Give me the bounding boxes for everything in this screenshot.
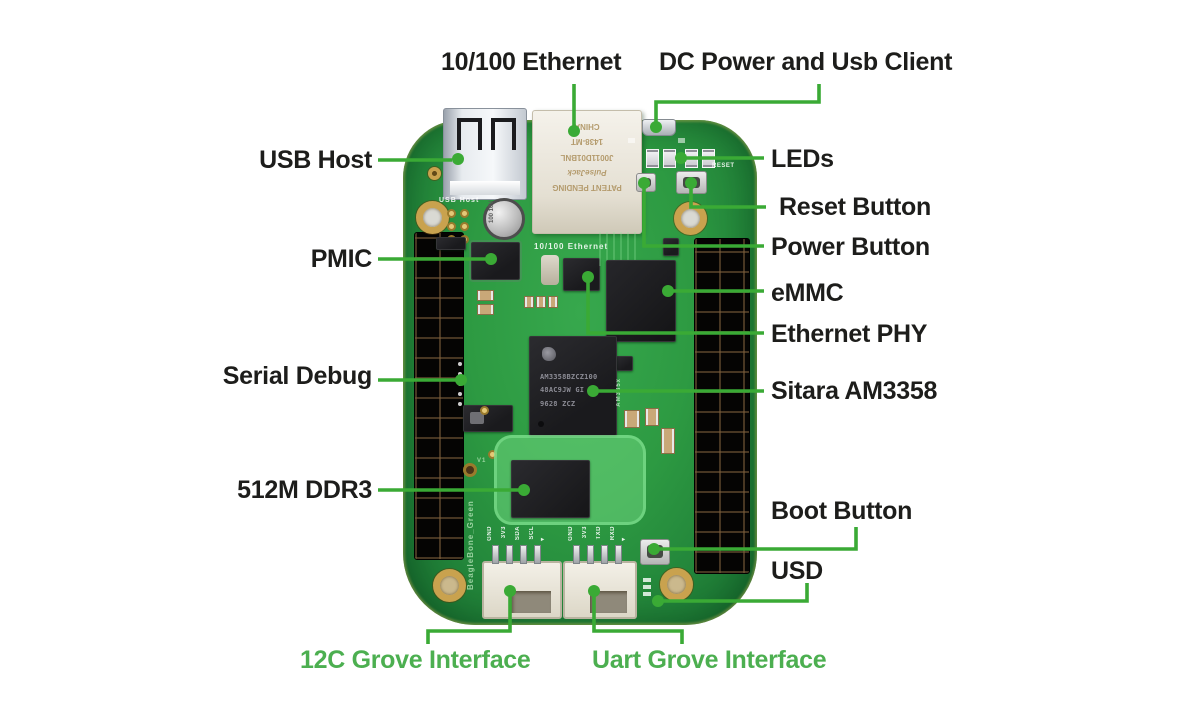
grove-pin: [601, 545, 608, 564]
sitara-chip: AM3358BZCZ100 48AC9JW GI 9628 ZCZ: [529, 336, 617, 436]
usb-contact: [457, 118, 482, 150]
pin-arrow: ▸: [541, 537, 546, 543]
callout-dot-boot: [648, 543, 660, 555]
callout-line-boot: [659, 527, 858, 551]
callout-label-i2c-grove: 12C Grove Interface: [300, 646, 531, 674]
callout-dot-dc-power: [650, 121, 662, 133]
callout-dot-emmc: [662, 285, 674, 297]
board-version-silkscreen: V1: [477, 458, 487, 464]
callout-label-usd: USD: [771, 557, 823, 585]
ethernet-silkscreen: 10/100 Ethernet: [534, 242, 609, 251]
expansion-header-left: [414, 232, 464, 560]
chip-label-band: [470, 412, 484, 424]
oscillator: [541, 255, 559, 285]
callout-line-i2c-grove: [426, 596, 512, 644]
callout-dot-uart-grove: [588, 585, 600, 597]
callout-dot-power: [638, 177, 650, 189]
grove-pin: [492, 545, 499, 564]
callout-line-uart-grove: [592, 596, 684, 644]
callout-label-uart-grove: Uart Grove Interface: [592, 646, 827, 674]
callout-dot-reset: [685, 177, 697, 189]
ethernet-jack: PATENT PENDING PulseJack J0011D01BNL 143…: [532, 110, 642, 234]
callout-line-dc-power: [654, 84, 821, 124]
electrolytic-capacitor: 100 10V: [483, 198, 525, 240]
resistor-group: [624, 410, 640, 428]
callout-label-ethernet: 10/100 Ethernet: [441, 48, 622, 76]
callout-dot-ethernet: [568, 125, 580, 137]
callout-label-emmc: eMMC: [771, 279, 844, 307]
callout-dot-serial-debug: [455, 374, 467, 386]
usb-host-connector: [443, 108, 527, 200]
capacitor-smd: [548, 296, 558, 308]
expansion-header-right: [694, 238, 750, 574]
callout-label-dc-power: DC Power and Usb Client: [659, 48, 953, 76]
pcb-board: PATENT PENDING PulseJack J0011D01BNL 143…: [403, 108, 757, 625]
grove-pin: [573, 545, 580, 564]
silkscreen-mark: [628, 138, 635, 143]
ethernet-phy-chip: [563, 258, 600, 291]
grove-uart-connector: [563, 561, 637, 619]
callout-label-reset: Reset Button: [779, 193, 931, 221]
reset-silkscreen: RESET: [712, 163, 735, 169]
callout-dot-usb-host: [452, 153, 464, 165]
resistor: [477, 304, 494, 315]
silkscreen-mark: [678, 138, 685, 143]
grove-pin: [506, 545, 513, 564]
grove-pin: [534, 545, 541, 564]
grove-pin: [520, 545, 527, 564]
resistor: [477, 290, 494, 301]
callout-dot-leds: [675, 152, 687, 164]
callout-line-phy: [586, 281, 764, 335]
callout-label-sitara: Sitara AM3358: [771, 377, 938, 405]
user-led: [646, 149, 659, 168]
callout-label-boot: Boot Button: [771, 497, 913, 525]
capacitor-smd: [536, 296, 546, 308]
callout-label-usb-host: USB Host: [259, 146, 372, 174]
small-hole: [428, 167, 441, 180]
test-point-ring: [463, 463, 477, 477]
callout-line-reset: [689, 187, 766, 209]
mount-hole-top-left: [416, 201, 449, 234]
grove-i2c-connector: [482, 561, 562, 619]
callout-label-ddr3: 512M DDR3: [237, 476, 372, 504]
usb-contact: [491, 118, 516, 150]
callout-dot-ddr3: [518, 484, 530, 496]
pin-arrow: ▸: [622, 537, 627, 543]
callout-dot-pmic: [485, 253, 497, 265]
sitara-marking: 48AC9JW GI: [540, 386, 585, 395]
callout-dot-i2c-grove: [504, 585, 516, 597]
callout-line-power: [642, 187, 764, 248]
callout-label-pmic: PMIC: [310, 245, 373, 273]
callout-line-usd: [663, 583, 809, 603]
resistor-group: [661, 428, 675, 454]
usb-host-silkscreen: USB Host: [439, 197, 480, 204]
emmc-chip: [606, 260, 676, 342]
sitara-marking: AM3358BZCZ100: [540, 373, 598, 381]
callout-label-phy: Ethernet PHY: [771, 320, 928, 348]
grove-pin: [615, 545, 622, 564]
grove-pin: [587, 545, 594, 564]
mount-hole-bottom-right: [660, 568, 693, 601]
test-point: [480, 406, 489, 415]
mount-hole-bottom-left: [433, 569, 466, 602]
sitara-marking: 9628 ZCZ: [540, 399, 576, 408]
callout-dot-sitara: [587, 385, 599, 397]
capacitor-smd: [524, 296, 534, 308]
callout-dot-phy: [582, 271, 594, 283]
resistor-group: [645, 408, 659, 426]
pin1-dot: [538, 421, 544, 427]
callout-label-leds: LEDs: [771, 145, 834, 173]
callout-label-power: Power Button: [771, 233, 930, 261]
callout-label-serial-debug: Serial Debug: [222, 362, 373, 390]
small-ic: [436, 237, 466, 250]
ti-logo: [542, 347, 556, 361]
usb-shell-lip: [450, 181, 520, 195]
callout-dot-usd: [652, 595, 664, 607]
